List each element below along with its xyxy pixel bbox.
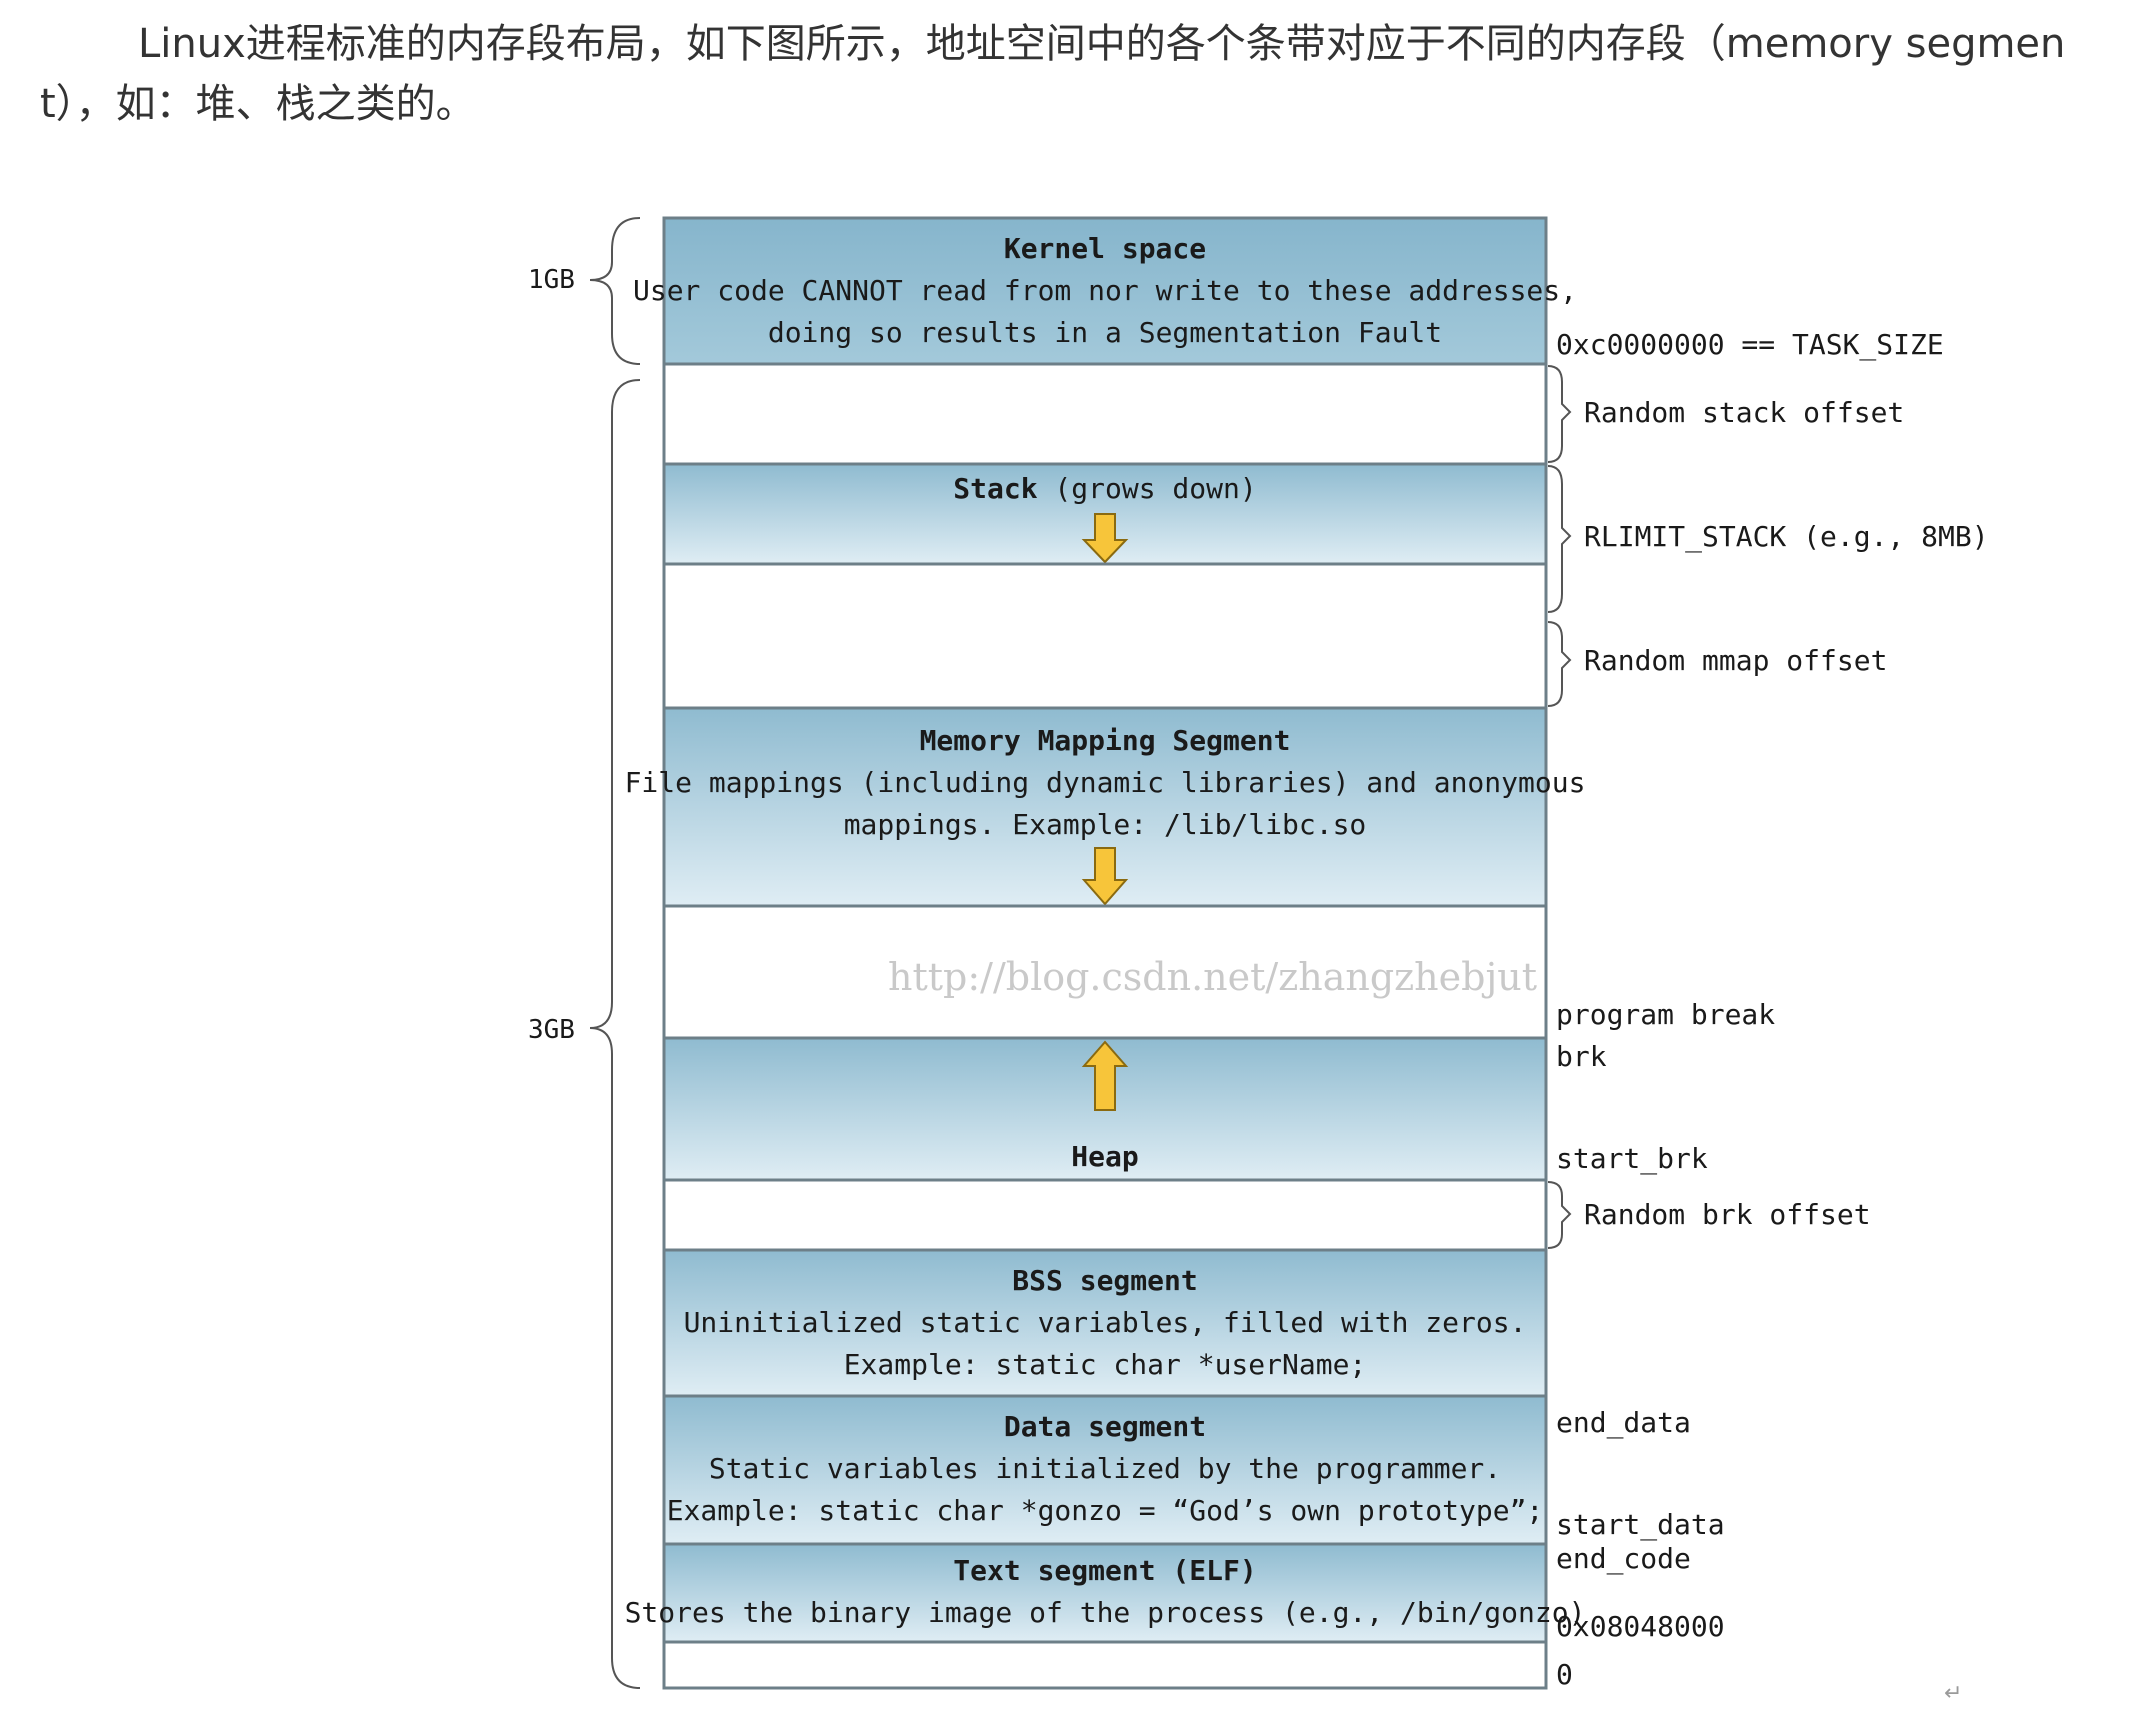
user-size-label: 3GB [528,1015,575,1045]
kernel-brace [589,217,641,365]
random-mmap-brace [1547,621,1572,707]
mmap-line2: mappings. Example: /lib/libc.so [844,808,1367,841]
random-stack-brace [1547,365,1572,463]
kernel-space-line2: doing so results in a Segmentation Fault [768,316,1442,349]
user-brace [589,379,641,1689]
random-mmap-offset-label: Random mmap offset [1584,644,1887,677]
text-title: Text segment (ELF) [953,1554,1256,1587]
stack-down-arrow [1081,513,1129,564]
start-brk-label: start_brk [1556,1142,1708,1176]
random-mmap-gap [662,562,1548,710]
mmap-title: Memory Mapping Segment [920,724,1291,757]
text-segment [662,1542,1548,1644]
random-stack-gap [662,362,1548,466]
text-line1: Stores the binary image of the process (… [625,1596,1586,1629]
intro-paragraph: Linux进程标准的内存段布局，如下图所示，地址空间中的各个条带对应于不同的内存… [40,21,2066,127]
kernel-size-label: 1GB [528,265,575,295]
zero-address-label: 0 [1556,1658,1573,1691]
stack-label: Stack (grows down) [953,472,1256,505]
watermark: http://blog.csdn.net/zhangzhebjut [888,955,1537,999]
bss-segment [662,1248,1548,1398]
data-title: Data segment [1004,1410,1206,1443]
task-size-label: 0xc0000000 == TASK_SIZE [1556,328,1944,362]
program-break-label: program break [1556,998,1775,1031]
text-start-address-label: 0x08048000 [1556,1610,1725,1643]
return-mark: ↵ [1944,1681,1962,1706]
bss-line2: Example: static char *userName; [844,1348,1367,1381]
rlimit-stack-brace [1547,465,1572,613]
free-gap [662,904,1548,1040]
start-data-label: start_data [1556,1508,1725,1542]
stack-title: Stack [953,472,1037,505]
data-segment [662,1394,1548,1546]
bss-title: BSS segment [1012,1264,1197,1297]
end-code-label: end_code [1556,1542,1691,1576]
kernel-space-title: Kernel space [1004,232,1206,265]
random-brk-brace [1547,1181,1572,1249]
data-line2: Example: static char *gonzo = “God’s own… [667,1494,1544,1527]
heap-up-arrow [1081,1040,1129,1111]
data-line1: Static variables initialized by the prog… [709,1452,1501,1485]
stack-suffix: (grows down) [1038,472,1257,505]
mmap-line1: File mappings (including dynamic librari… [625,766,1586,799]
brk-label: brk [1556,1040,1607,1073]
bss-line1: Uninitialized static variables, filled w… [684,1306,1527,1339]
random-stack-offset-label: Random stack offset [1584,396,1904,429]
rlimit-stack-label: RLIMIT_STACK (e.g., 8MB) [1584,520,1989,554]
heap-title: Heap [1071,1140,1138,1173]
random-brk-gap [662,1178,1548,1252]
random-brk-offset-label: Random brk offset [1584,1198,1871,1231]
end-data-label: end_data [1556,1406,1691,1440]
kernel-space-line1: User code CANNOT read from nor write to … [633,274,1577,307]
mmap-down-arrow [1081,847,1129,906]
bottom-gap [662,1640,1548,1690]
